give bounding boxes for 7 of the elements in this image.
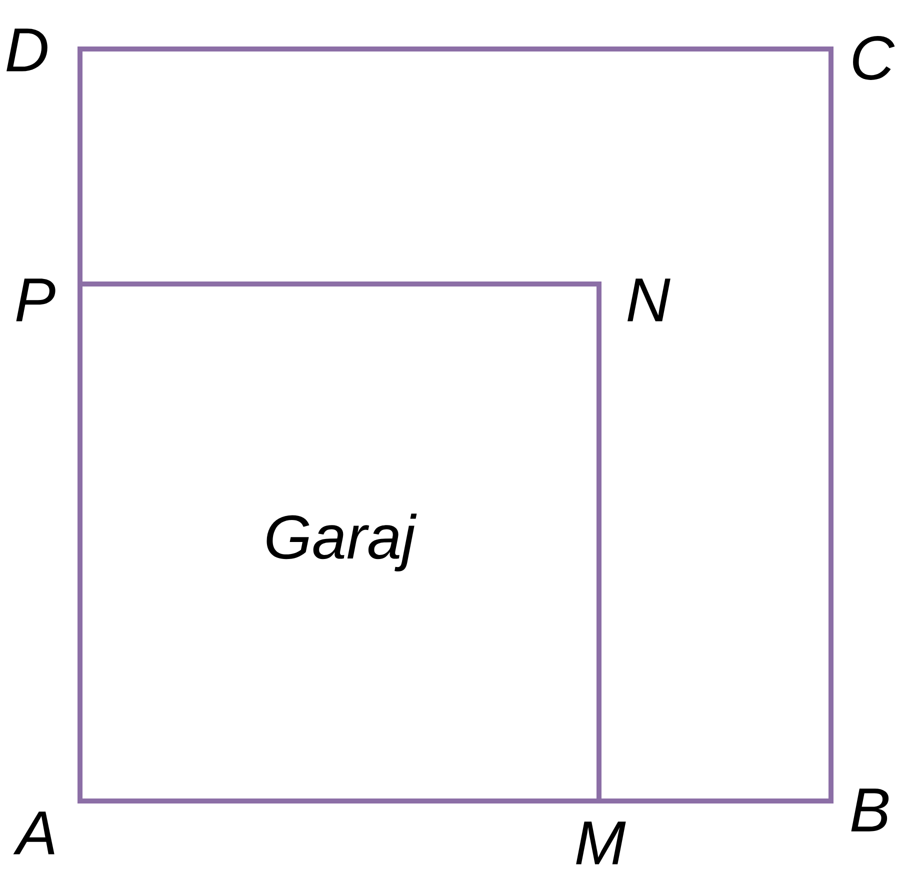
vertex-label: C xyxy=(853,36,895,80)
vertex-label: M xyxy=(576,822,626,864)
square-region: Garaj xyxy=(78,281,602,804)
vertex-label: B xyxy=(851,788,889,832)
square xyxy=(78,46,834,804)
vertex-label: D xyxy=(6,28,48,72)
vertex-label: A xyxy=(13,812,54,854)
